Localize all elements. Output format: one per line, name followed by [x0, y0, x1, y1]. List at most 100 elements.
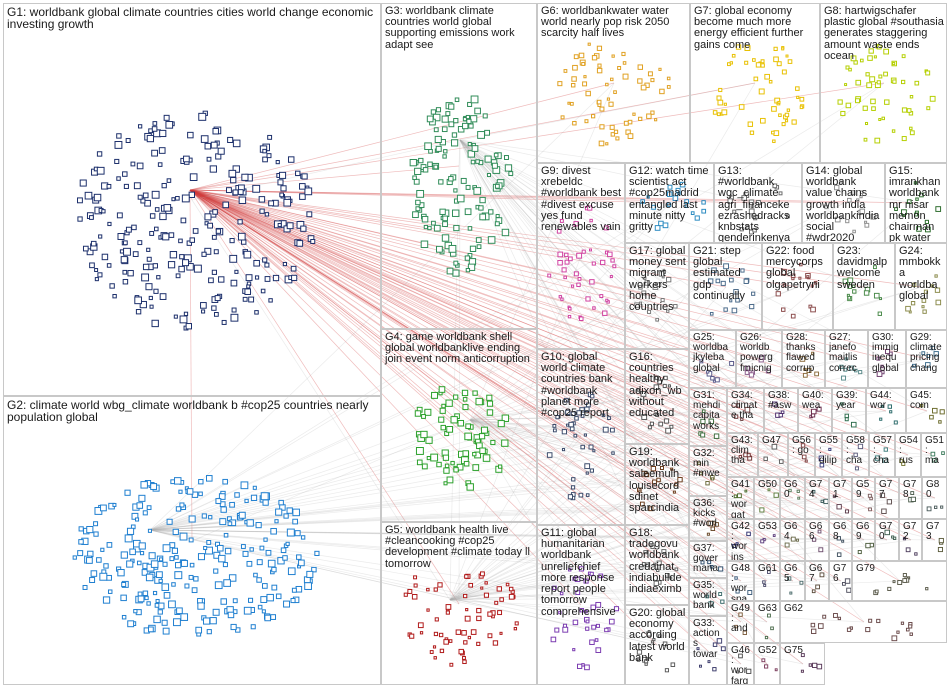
- group-g34[interactable]: G34: climate tha: [727, 388, 764, 433]
- group-g57[interactable]: G57: cha: [869, 433, 895, 477]
- group-g4[interactable]: G4: game worldbank shell global worldban…: [381, 329, 537, 522]
- group-g25-label: G25: worldba jkyleba global: [693, 333, 733, 374]
- group-g17[interactable]: G17: global money sent migrant workers h…: [625, 243, 689, 349]
- network-node: [568, 102, 570, 104]
- group-g18[interactable]: G18: tradegovu worldbank credainat india…: [625, 525, 689, 605]
- group-g75[interactable]: G75: [780, 643, 825, 685]
- group-g27[interactable]: G27: janefo maitlis correc: [825, 330, 868, 388]
- network-node: [198, 554, 204, 560]
- group-g62[interactable]: G62: [780, 601, 947, 643]
- group-g2[interactable]: G2: climate world wbg_climate worldbank …: [3, 396, 381, 685]
- group-g54[interactable]: G54: rus: [895, 433, 921, 477]
- group-g59[interactable]: G59: [852, 477, 875, 519]
- group-g37[interactable]: G37: gover mana: [689, 541, 727, 578]
- group-g16[interactable]: G16: countries healthy adixon_wb without…: [625, 349, 689, 444]
- network-node: [219, 555, 225, 561]
- group-g30[interactable]: G30: immig inequ global: [868, 330, 906, 388]
- group-g45[interactable]: G45: com: [906, 388, 947, 433]
- network-node: [930, 96, 935, 101]
- group-g26[interactable]: G26: worldb powerg fmicnig: [736, 330, 782, 388]
- group-g28[interactable]: G28: thanks flawed corrup: [782, 330, 825, 388]
- group-g1[interactable]: G1: worldbank global climate countries c…: [3, 3, 381, 396]
- group-g77[interactable]: G77: [875, 477, 899, 519]
- network-node: [586, 91, 590, 95]
- group-g43[interactable]: G43: clim tha: [727, 433, 758, 477]
- group-g39[interactable]: G39: year: [832, 388, 866, 433]
- group-g15[interactable]: G15: imrankhan worldbank mr nisar memon …: [885, 163, 947, 243]
- group-g60[interactable]: G60: [780, 477, 805, 519]
- group-g33[interactable]: G33: actions towar: [689, 616, 727, 685]
- group-g12[interactable]: G12: watch time scientist act #cop25madr…: [625, 163, 714, 243]
- group-g41[interactable]: G41: wor gat: [727, 477, 754, 519]
- group-g64[interactable]: G64: [780, 519, 805, 561]
- group-g66[interactable]: G66: [805, 519, 829, 561]
- network-node: [164, 593, 170, 599]
- group-g25[interactable]: G25: worldba jkyleba global: [689, 330, 736, 388]
- network-node: [302, 174, 307, 179]
- group-g20[interactable]: G20: global economy according latest wor…: [625, 605, 689, 685]
- group-g11[interactable]: G11: global humanitarian worldbank unrel…: [537, 525, 625, 685]
- group-g19[interactable]: G19: worldbank saleemulh louisecord sdin…: [625, 444, 689, 525]
- group-g80[interactable]: G80: [922, 477, 947, 519]
- group-g73[interactable]: G73: [922, 519, 947, 561]
- group-g36[interactable]: G36: kicks #worl: [689, 496, 727, 541]
- group-g38[interactable]: G38: #asw: [764, 388, 798, 433]
- group-g51[interactable]: G51: ma: [921, 433, 947, 477]
- group-g58[interactable]: G58: cha: [842, 433, 869, 477]
- group-g61[interactable]: G61: [754, 561, 780, 601]
- group-g69[interactable]: G69: [852, 519, 875, 561]
- group-g63[interactable]: G63: [754, 601, 780, 643]
- network-node: [179, 239, 183, 243]
- group-g55[interactable]: G55: dilip: [815, 433, 842, 477]
- group-g21[interactable]: G21: step global estimated gdp continual…: [689, 243, 762, 330]
- group-g72[interactable]: G72: [899, 519, 922, 561]
- group-g74[interactable]: G74: [805, 477, 829, 519]
- group-g50[interactable]: G50: [754, 477, 780, 519]
- group-g52[interactable]: G52: [754, 643, 780, 685]
- group-g6[interactable]: G6: worldbankwater water world nearly po…: [537, 3, 690, 163]
- group-g40[interactable]: G40: wea: [798, 388, 832, 433]
- group-g29[interactable]: G29: climate pricing chang: [906, 330, 947, 388]
- group-g76[interactable]: G76: [829, 561, 852, 601]
- group-g78[interactable]: G78: [899, 477, 922, 519]
- group-g31[interactable]: G31: mehdi capita works: [689, 388, 727, 446]
- group-g47[interactable]: G47: [758, 433, 788, 477]
- network-node: [179, 490, 182, 493]
- group-g13[interactable]: G13: #worldbank wgc_climate agri_finance…: [714, 163, 802, 243]
- group-g67[interactable]: G67: [805, 561, 829, 601]
- group-g44[interactable]: G44: wor: [866, 388, 906, 433]
- group-g3[interactable]: G3: worldbank climate countries world gl…: [381, 3, 537, 329]
- group-g42[interactable]: G42: wor ins: [727, 519, 754, 561]
- group-g53[interactable]: G53: [754, 519, 780, 561]
- group-g32[interactable]: G32: min #mwe: [689, 446, 727, 496]
- group-g79[interactable]: G79: [852, 561, 947, 601]
- network-node: [612, 55, 614, 57]
- group-g14[interactable]: G14: global worldbank value chains growt…: [802, 163, 885, 243]
- group-g9[interactable]: G9: divest xrebeldc #worldbank best #div…: [537, 163, 625, 349]
- network-node: [164, 205, 171, 212]
- group-g46[interactable]: G46: wor farg: [727, 643, 754, 685]
- network-node: [573, 620, 577, 624]
- network-node: [584, 76, 586, 78]
- network-node: [466, 185, 470, 189]
- network-node: [97, 152, 101, 156]
- group-g70[interactable]: G70: [875, 519, 899, 561]
- group-g68[interactable]: G68: [829, 519, 852, 561]
- group-g24[interactable]: G24: mmbokka worldba global: [895, 243, 947, 330]
- group-g5[interactable]: G5: worldbank health live #cleancooking …: [381, 522, 537, 685]
- group-g8[interactable]: G8: hartwigschafer plastic global #south…: [820, 3, 947, 163]
- group-g7[interactable]: G7: global economy become much more ener…: [690, 3, 820, 163]
- group-g65[interactable]: G65: [780, 561, 805, 601]
- group-g22[interactable]: G22: food mercycorps global olgapetryni: [762, 243, 833, 330]
- network-node: [811, 623, 815, 627]
- group-g71[interactable]: G71: [829, 477, 852, 519]
- network-node: [869, 508, 872, 511]
- group-g10[interactable]: G10: global world climate countries bank…: [537, 349, 625, 525]
- network-node: [186, 324, 191, 329]
- group-g49[interactable]: G49: and: [727, 601, 754, 643]
- group-g35[interactable]: G35: world bank: [689, 578, 727, 616]
- group-g23[interactable]: G23: davidmalp welcome sweden: [833, 243, 895, 330]
- group-g56[interactable]: G56: go: [788, 433, 815, 477]
- network-node: [461, 178, 466, 183]
- group-g48[interactable]: G48: wor spa: [727, 561, 754, 601]
